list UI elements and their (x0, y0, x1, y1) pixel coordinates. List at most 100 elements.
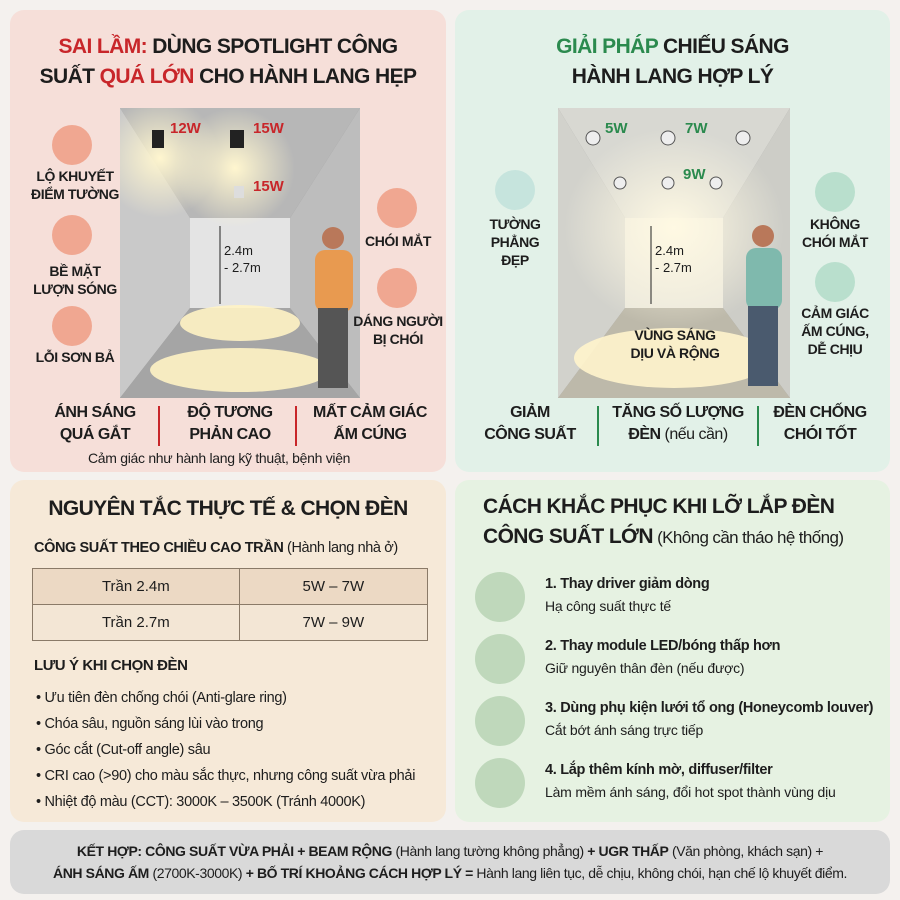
defect-label: LỖI SƠN BẢ (35, 349, 115, 365)
fix-item: 1. Thay driver giảm dòng Hạ công suất thự… (475, 572, 875, 628)
harsh-corridor-illustration (120, 108, 360, 398)
title-part: SUẤT (39, 65, 100, 88)
divider (757, 406, 759, 446)
mistake-note: Cảm giác như hành lang kỹ thuật, bệnh vi… (88, 450, 351, 466)
downlight-icon (660, 130, 676, 146)
title-prefix: SAI LẦM: (58, 35, 147, 58)
title-line: HÀNH LANG HỢP LÝ (571, 65, 774, 88)
list-item: Nhiệt độ màu (CCT): 3000K – 3500K (Tránh… (36, 789, 415, 815)
solution-point: ĐÈN CHỐNG CHÓI TỐT (773, 404, 867, 443)
benefit-label: CẢM GIÁC ẤM CÚNG, DỄ CHỊU (801, 305, 869, 357)
wattage-label: 5W (605, 120, 628, 137)
downlight-icon (709, 176, 723, 190)
wattage-cell: 5W – 7W (238, 568, 429, 605)
defect-label: LỘ KHUYẾT ĐIỂM TƯỜNG (31, 168, 119, 202)
summary-note: (2700K-3000K) (148, 865, 246, 881)
flat-wall-icon (495, 170, 535, 210)
ceiling-height-label: 2.4m - 2.7m (655, 243, 692, 275)
diffuser-glass-icon (475, 758, 525, 808)
divider (295, 406, 297, 446)
title-highlight: GIẢI PHÁP (556, 35, 658, 58)
fixes-title: CÁCH KHẮC PHỤC KHI LỠ LẮP ĐÈN CÔNG SUẤT … (483, 492, 890, 553)
point-note: (nếu cần) (660, 426, 729, 443)
spotlight-icon (230, 130, 244, 148)
title-line: CÁCH KHẮC PHỤC KHI LỠ LẮP ĐÈN (483, 495, 835, 518)
summary-bold: + BỐ TRÍ KHOẢNG CÁCH HỢP LÝ = (245, 865, 474, 881)
title-highlight: QUÁ LỚN (99, 65, 195, 88)
rules-panel: NGUYÊN TẮC THỰC TẾ & CHỌN ĐÈN CÔNG SUẤT … (10, 480, 446, 822)
honeycomb-louver-icon (475, 696, 525, 746)
wall-defect-icon (52, 125, 92, 165)
wattage-label: 15W (253, 178, 284, 195)
mistake-title: SAI LẦM: DÙNG SPOTLIGHT CÔNG SUẤT QUÁ LỚ… (10, 32, 446, 92)
mistake-panel: SAI LẦM: DÙNG SPOTLIGHT CÔNG SUẤT QUÁ LỚ… (10, 10, 446, 472)
effect-label: ĐỘ TƯƠNG PHẢN CAO (187, 404, 273, 443)
table-title: CÔNG SUẤT THEO CHIỀU CAO TRẦN (Hành lang… (34, 540, 398, 556)
downlight-icon (613, 176, 627, 190)
divider (597, 406, 599, 446)
paint-brush-icon (52, 306, 92, 346)
fix-title: 4. Lắp thêm kính mờ, diffuser/filter (545, 762, 773, 778)
benefit-label: KHÔNG CHÓI MẮT (801, 216, 868, 250)
light-zone-label: VÙNG SÁNG DỊU VÀ RỘNG (630, 327, 720, 361)
title-line: CÔNG SUẤT LỚN (483, 525, 654, 548)
spotlight-icon (234, 186, 244, 198)
fix-desc: Cắt bớt ánh sáng trực tiếp (545, 722, 704, 738)
point-bold: TĂNG SỐ LƯỢNG ĐÈN (612, 404, 744, 443)
summary-note: (Văn phòng, khách sạn) + (668, 843, 824, 859)
solution-title: GIẢI PHÁP CHIẾU SÁNG HÀNH LANG HỢP LÝ (455, 32, 890, 92)
fixes-panel: CÁCH KHẮC PHỤC KHI LỠ LẮP ĐÈN CÔNG SUẤT … (455, 480, 890, 822)
led-driver-icon (475, 572, 525, 622)
wattage-label: 9W (683, 166, 706, 183)
fix-item: 3. Dùng phụ kiện lưới tổ ong (Honeycomb … (475, 696, 875, 752)
fix-title: 2. Thay module LED/bóng thấp hơn (545, 638, 781, 654)
title-part: CHO HÀNH LANG HẸP (193, 65, 417, 88)
spotlight-icon (152, 130, 164, 148)
solution-point: TĂNG SỐ LƯỢNG ĐÈN (nếu cần) (603, 402, 753, 446)
wave-surface-icon (52, 215, 92, 255)
eye-glare-icon (377, 188, 417, 228)
ceiling-cell: Trần 2.4m (32, 568, 240, 605)
fix-title: 3. Dùng phụ kiện lưới tổ ong (Honeycomb … (545, 700, 874, 716)
list-item: Chóa sâu, nguồn sáng lùi vào trong (36, 711, 415, 737)
glare-label: DÁNG NGƯỜI BỊ CHÓI (353, 313, 443, 347)
wattage-cell: 7W – 9W (238, 604, 429, 641)
wattage-label: 15W (253, 120, 284, 137)
wattage-label: 12W (170, 120, 201, 137)
wattage-label: 7W (685, 120, 708, 137)
table-note: (Hành lang nhà ở) (283, 540, 398, 556)
summary-bar: KẾT HỢP: CÔNG SUẤT VỪA PHẢI + BEAM RỘNG … (10, 830, 890, 894)
light-bulb-icon (475, 634, 525, 684)
effect-label: ÁNH SÁNG QUÁ GẮT (54, 404, 136, 443)
rules-title: NGUYÊN TẮC THỰC TẾ & CHỌN ĐÈN (48, 497, 408, 520)
summary-bold: KẾT HỢP: CÔNG SUẤT VỪA PHẢI + BEAM RỘNG (76, 843, 392, 859)
person-glare-icon (377, 268, 417, 308)
title-part: CHIẾU SÁNG (657, 35, 789, 58)
list-item: Góc cắt (Cut-off angle) sâu (36, 737, 415, 763)
eye-icon (815, 172, 855, 212)
summary-note: (Hành lang tường không phẳng) (391, 843, 588, 859)
fix-desc: Hạ công suất thực tế (545, 598, 671, 614)
notes-list: Ưu tiên đèn chống chói (Anti-glare ring)… (36, 685, 416, 815)
notes-title: LƯU Ý KHI CHỌN ĐÈN (34, 657, 188, 674)
heart-icon (815, 262, 855, 302)
downlight-icon (585, 130, 601, 146)
fix-desc: Làm mềm ánh sáng, đổi hot spot thành vùn… (545, 784, 836, 800)
summary-line: ÁNH SÁNG ẤM (2700K-3000K) + BỐ TRÍ KHOẢN… (10, 862, 890, 884)
list-item: Ưu tiên đèn chống chói (Anti-glare ring) (36, 685, 415, 711)
summary-line: KẾT HỢP: CÔNG SUẤT VỪA PHẢI + BEAM RỘNG … (10, 840, 890, 862)
fix-desc: Giữ nguyên thân đèn (nếu được) (545, 660, 745, 676)
downlight-icon (661, 176, 675, 190)
divider (158, 406, 160, 446)
ceiling-height-label: 2.4m - 2.7m (224, 243, 261, 275)
ceiling-cell: Trần 2.7m (32, 604, 240, 641)
glare-label: CHÓI MẮT (364, 233, 431, 249)
fix-title: 1. Thay driver giảm dòng (545, 576, 710, 592)
summary-note: Hành lang liên tục, dễ chịu, không chói,… (472, 865, 847, 881)
downlight-icon (735, 130, 751, 146)
